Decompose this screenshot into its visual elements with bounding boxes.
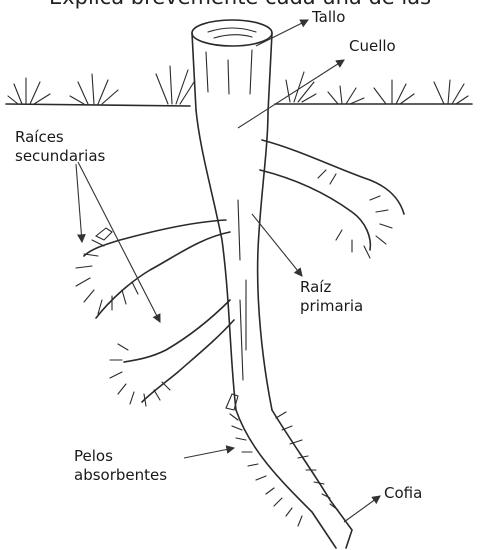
primary-root — [196, 110, 352, 548]
label-pelos-line2: absorbentes — [74, 466, 167, 485]
root-hairs-lower — [226, 394, 338, 526]
label-cuello: Cuello — [349, 37, 396, 56]
label-raiz-line1: Raíz — [300, 278, 363, 297]
secondary-root-left-lower — [110, 300, 234, 406]
ground-line — [6, 104, 472, 106]
secondary-root-right — [260, 140, 404, 258]
stem-stump — [192, 20, 272, 112]
label-raices-secundarias: Raíces secundarias — [15, 128, 105, 166]
label-pelos-line1: Pelos — [74, 447, 167, 466]
label-raices-line1: Raíces — [15, 128, 105, 147]
grass-tufts — [8, 66, 468, 104]
label-raices-line2: secundarias — [15, 147, 105, 166]
secondary-root-left-upper — [76, 220, 230, 318]
label-raiz-line2: primaria — [300, 297, 363, 316]
label-tallo: Tallo — [312, 8, 345, 27]
label-raiz-primaria: Raíz primaria — [300, 278, 363, 316]
label-cofia: Cofia — [384, 484, 422, 503]
label-pelos-absorbentes: Pelos absorbentes — [74, 447, 167, 485]
